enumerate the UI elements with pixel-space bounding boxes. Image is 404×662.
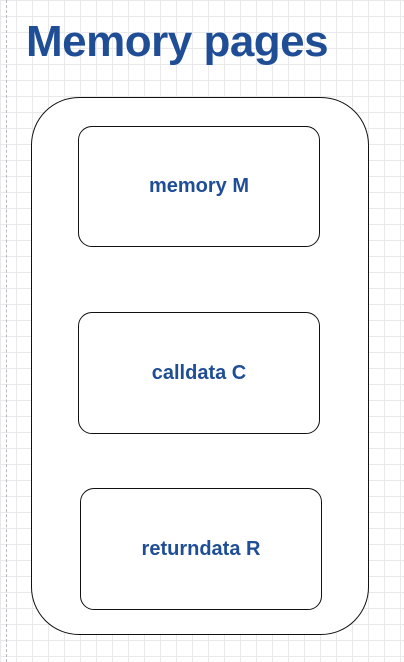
calldata-page-box: calldata C	[78, 312, 320, 434]
canvas-guide-line	[6, 0, 7, 662]
returndata-page-label: returndata R	[141, 537, 261, 560]
memory-page-label: memory M	[148, 175, 250, 197]
calldata-page-label: calldata C	[151, 361, 247, 384]
returndata-page-box: returndata R	[80, 488, 322, 610]
memory-page-box: memory M	[78, 126, 320, 247]
diagram-title: Memory pages	[26, 17, 329, 66]
